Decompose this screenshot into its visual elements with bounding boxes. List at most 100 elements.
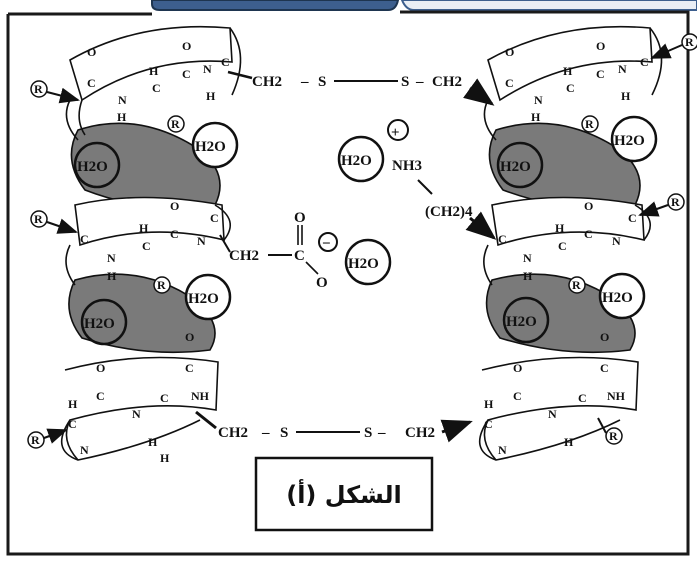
svg-text:H: H bbox=[117, 110, 127, 124]
aspartate-side-chain: CH2 C O O − bbox=[219, 210, 338, 291]
svg-text:NH: NH bbox=[191, 389, 210, 403]
bottom-disulfide-bridge: CH2 – S S – CH2 bbox=[195, 410, 473, 443]
svg-text:–: – bbox=[300, 74, 309, 90]
svg-text:N: N bbox=[498, 443, 507, 457]
svg-text:O: O bbox=[584, 199, 593, 213]
svg-text:H2O: H2O bbox=[614, 133, 645, 149]
svg-text:N: N bbox=[203, 62, 212, 76]
right-backbone-atoms: O C N H H C O C N H C O C C N C N H H C … bbox=[484, 39, 649, 457]
svg-text:C: C bbox=[160, 391, 169, 405]
r-group: R bbox=[153, 276, 171, 294]
svg-text:C: C bbox=[87, 76, 96, 90]
water-molecule: H2O bbox=[344, 238, 392, 286]
svg-text:C: C bbox=[68, 417, 77, 431]
svg-text:–: – bbox=[415, 74, 424, 90]
svg-text:S: S bbox=[401, 74, 409, 90]
r-group: R bbox=[681, 33, 697, 51]
svg-text:R: R bbox=[171, 117, 180, 131]
svg-text:O: O bbox=[505, 45, 514, 59]
svg-text:C: C bbox=[640, 55, 649, 69]
left-backbone-atoms: O C N H H C O C N H C O C C N C N H H C … bbox=[68, 39, 230, 465]
r-group: R bbox=[30, 80, 48, 98]
water-molecule: H2O bbox=[80, 298, 128, 346]
svg-text:H: H bbox=[564, 435, 574, 449]
svg-text:CH2: CH2 bbox=[229, 248, 259, 264]
svg-text:–: – bbox=[377, 425, 386, 441]
svg-text:H: H bbox=[107, 269, 117, 283]
svg-text:C: C bbox=[628, 211, 637, 225]
svg-text:N: N bbox=[612, 234, 621, 248]
svg-text:–: – bbox=[261, 425, 270, 441]
water-molecule: H2O bbox=[502, 296, 550, 344]
svg-text:N: N bbox=[548, 407, 557, 421]
svg-text:H2O: H2O bbox=[348, 256, 379, 272]
water-molecule: H2O bbox=[191, 121, 239, 169]
svg-text:R: R bbox=[609, 429, 618, 443]
water-molecule: H2O bbox=[496, 141, 544, 189]
svg-text:O: O bbox=[96, 361, 105, 375]
svg-text:C: C bbox=[210, 211, 219, 225]
shaded-ribbon-4 bbox=[485, 273, 636, 354]
svg-text:N: N bbox=[132, 407, 141, 421]
svg-text:H2O: H2O bbox=[84, 316, 115, 332]
svg-text:(CH2)4: (CH2)4 bbox=[425, 204, 473, 220]
svg-text:C: C bbox=[600, 361, 609, 375]
svg-text:H: H bbox=[555, 221, 565, 235]
r-group: R bbox=[568, 276, 586, 294]
svg-text:H: H bbox=[148, 435, 158, 449]
svg-text:R: R bbox=[572, 278, 581, 292]
svg-text:R: R bbox=[34, 212, 43, 226]
svg-text:O: O bbox=[316, 275, 328, 291]
svg-text:R: R bbox=[31, 433, 40, 447]
svg-text:H: H bbox=[206, 89, 216, 103]
svg-text:H2O: H2O bbox=[602, 290, 633, 306]
svg-text:N: N bbox=[118, 93, 127, 107]
svg-text:H: H bbox=[523, 269, 533, 283]
svg-text:R: R bbox=[585, 117, 594, 131]
top-disulfide-bridge: CH2 – S S – CH2 bbox=[227, 70, 495, 106]
svg-text:H2O: H2O bbox=[188, 291, 219, 307]
water-molecule: H2O bbox=[598, 272, 646, 320]
svg-text:C: C bbox=[80, 232, 89, 246]
top-tab-right bbox=[400, 0, 697, 11]
r-group: R bbox=[27, 431, 45, 449]
svg-text:الشكل (أ): الشكل (أ) bbox=[286, 479, 402, 509]
svg-text:H: H bbox=[139, 221, 149, 235]
r-group: R bbox=[667, 193, 685, 211]
svg-text:S: S bbox=[318, 74, 326, 90]
svg-text:H2O: H2O bbox=[500, 159, 531, 175]
svg-text:−: − bbox=[322, 236, 331, 252]
svg-text:CH2: CH2 bbox=[405, 425, 435, 441]
svg-text:CH2: CH2 bbox=[218, 425, 248, 441]
svg-text:C: C bbox=[152, 81, 161, 95]
svg-text:O: O bbox=[170, 199, 179, 213]
r-group: R bbox=[30, 210, 48, 228]
svg-text:C: C bbox=[513, 389, 522, 403]
outer-frame bbox=[6, 10, 690, 556]
svg-text:H2O: H2O bbox=[506, 314, 537, 330]
water-molecules: H2O H2O H2O H2O H2O H2O H2O H2O H2O H2O bbox=[73, 115, 658, 346]
svg-text:R: R bbox=[671, 195, 680, 209]
svg-text:C: C bbox=[294, 248, 305, 264]
svg-text:R: R bbox=[34, 82, 43, 96]
svg-text:N: N bbox=[523, 251, 532, 265]
svg-text:C: C bbox=[584, 227, 593, 241]
svg-text:O: O bbox=[294, 210, 306, 226]
svg-text:C: C bbox=[505, 76, 514, 90]
svg-text:CH2: CH2 bbox=[432, 74, 462, 90]
svg-text:C: C bbox=[185, 361, 194, 375]
svg-text:+: + bbox=[391, 125, 400, 141]
svg-text:O: O bbox=[185, 330, 194, 344]
svg-text:S: S bbox=[280, 425, 288, 441]
svg-text:H: H bbox=[68, 397, 78, 411]
r-group: R bbox=[581, 115, 599, 133]
svg-text:O: O bbox=[513, 361, 522, 375]
shaded-ribbon-2 bbox=[68, 273, 216, 354]
svg-text:H: H bbox=[484, 397, 494, 411]
water-molecule: H2O bbox=[337, 135, 385, 183]
svg-text:N: N bbox=[197, 234, 206, 248]
svg-text:NH3: NH3 bbox=[392, 158, 422, 174]
r-groups: R R R R R R R R R R bbox=[27, 33, 697, 449]
svg-text:C: C bbox=[142, 239, 151, 253]
svg-text:C: C bbox=[498, 232, 507, 246]
